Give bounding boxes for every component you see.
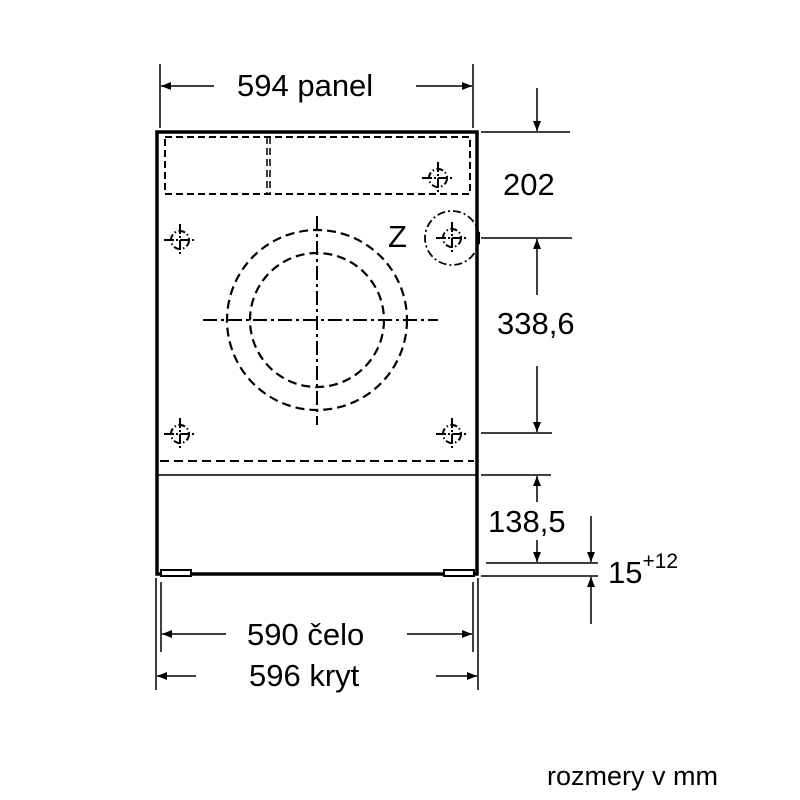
dim-panel-width [159, 64, 474, 128]
dim-front-cover-width [155, 578, 479, 690]
dim-plinth-height [481, 474, 551, 562]
units-note: rozmery v mm [547, 761, 718, 791]
door-drum [203, 216, 438, 425]
feet-height-tolerance: +12 [642, 550, 679, 573]
label-plinth-height: 138,5 [488, 504, 566, 539]
dim-control-panel-height [481, 88, 572, 239]
label-control-panel-height: 202 [503, 167, 555, 202]
mount-points [163, 161, 480, 451]
label-feet-height: 15+12 [608, 551, 678, 590]
label-mount-spacing: 338,6 [497, 306, 575, 341]
feet-height-base: 15 [608, 555, 643, 590]
label-connection-z: Z [388, 219, 407, 254]
dim-mount-spacing [481, 239, 552, 434]
label-panel-width: 594 panel [237, 68, 374, 103]
machine-body [155, 130, 479, 576]
label-front-width: 590 čelo [247, 617, 365, 652]
dim-feet-height [481, 516, 598, 624]
label-cover-width: 596 kryt [249, 658, 360, 693]
feet [160, 569, 475, 577]
